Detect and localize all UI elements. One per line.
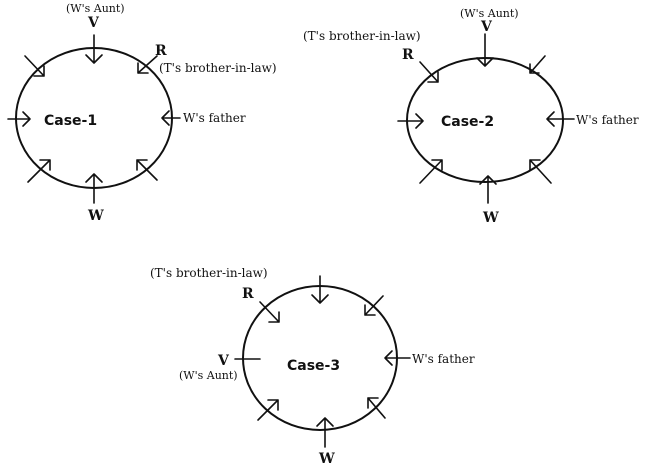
case-3-seat-arrow-bottom — [316, 417, 334, 448]
case-2-seat-arrow-bottom-left — [419, 159, 443, 184]
case-2-father-label: W's father — [576, 113, 639, 127]
case-2-arrangement: Case-2 (W's Aunt) V (T's brother-in-law)… — [303, 7, 639, 226]
case-1-seat-arrow-bottom — [85, 173, 103, 204]
case-3-seat-arrow-bottom-right — [367, 397, 386, 419]
case-1-seat-arrow-top-right — [137, 55, 158, 74]
case-2-r-name: R — [402, 47, 414, 63]
case-1-w-name: W — [87, 208, 104, 224]
case-1-seat-arrow-bottom-left — [27, 159, 51, 183]
case-2-label: Case-2 — [441, 114, 494, 130]
case-2-seat-arrow-bottom — [479, 175, 497, 204]
case-1-v-relation: (W's Aunt) — [66, 2, 125, 15]
case-2-v-relation: (W's Aunt) — [460, 7, 519, 20]
case-1-r-relation: (T's brother-in-law) — [159, 61, 277, 75]
case-1-seat-arrow-bottom-right — [136, 159, 158, 181]
case-1-label: Case-1 — [44, 113, 97, 129]
case-1-father-label: W's father — [183, 111, 246, 125]
case-2-seat-arrow-top-left — [419, 61, 439, 83]
case-1-seat-arrow-left — [7, 111, 31, 127]
case-2-seat-arrow-top-right — [529, 55, 546, 74]
case-2-w-name: W — [482, 210, 499, 226]
case-3-v-relation: (W's Aunt) — [179, 369, 238, 382]
case-3-r-relation: (T's brother-in-law) — [150, 266, 268, 280]
case-3-seat-arrow-top-right — [364, 295, 384, 316]
case-3-label: Case-3 — [287, 358, 340, 374]
case-3-v-name: V — [217, 353, 230, 369]
case-2-r-relation: (T's brother-in-law) — [303, 29, 421, 43]
case-1-seat-arrow-top — [85, 34, 103, 64]
case-2-seat-arrow-top — [476, 33, 494, 67]
case-3-w-name: W — [318, 451, 335, 467]
case-3-arrangement: Case-3 (T's brother-in-law) R V (W's Aun… — [150, 266, 475, 467]
case-3-seat-arrow-bottom-left — [257, 399, 279, 421]
case-1-seat-arrow-top-left — [24, 55, 45, 77]
case-3-r-name: R — [242, 286, 254, 302]
case-3-seat-arrow-top — [311, 275, 329, 304]
case-3-father-label: W's father — [412, 352, 475, 366]
case-2-seat-arrow-bottom-right — [529, 159, 552, 184]
case-1-v-name: V — [87, 15, 100, 31]
case-1-arrangement: Case-1 (W's Aunt) V R (T's brother-in-la… — [7, 2, 277, 224]
case-1-seat-arrow-right — [161, 110, 181, 126]
case-3-seat-arrow-right — [384, 350, 411, 366]
case-1-r-name: R — [155, 43, 167, 59]
case-2-seat-arrow-right — [546, 111, 575, 127]
case-2-v-name: V — [480, 19, 493, 35]
case-3-seat-arrow-top-left — [259, 301, 280, 323]
case-2-seat-arrow-left — [397, 113, 424, 129]
